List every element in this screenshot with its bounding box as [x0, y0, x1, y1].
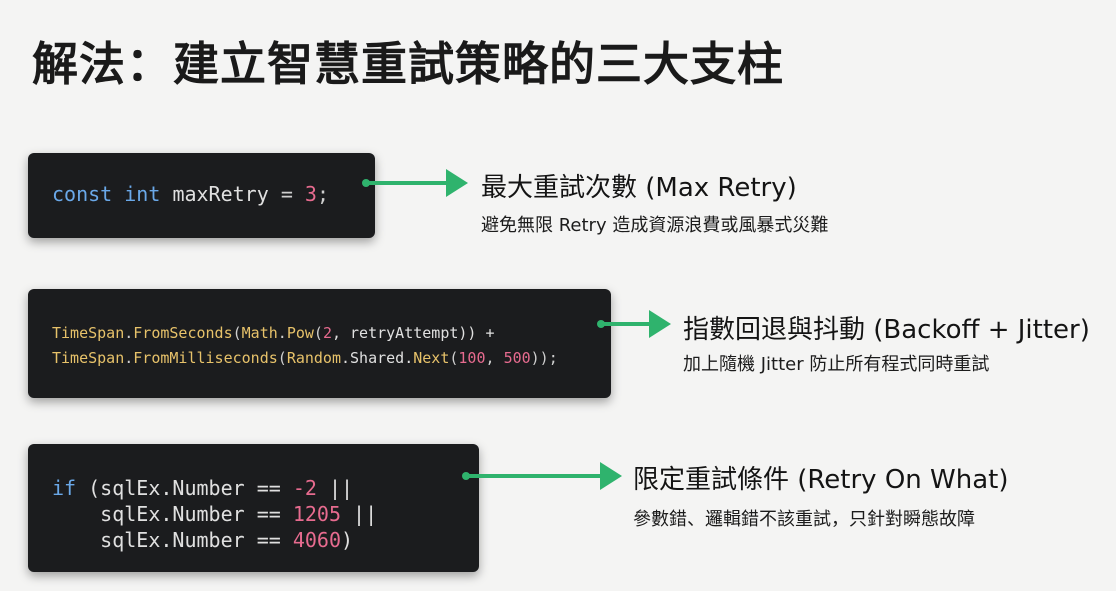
- code-number: 100: [458, 349, 486, 367]
- code-operator: =: [280, 182, 293, 206]
- code-text: sqlEx.Number ==: [52, 528, 293, 552]
- code-keyword: if: [52, 476, 77, 500]
- code-punct: .: [124, 349, 134, 367]
- code-line: const int maxRetry = 3;: [52, 182, 375, 206]
- code-punct: ;: [316, 182, 329, 206]
- code-number: 500: [503, 349, 531, 367]
- arrow-icon: [462, 462, 622, 490]
- code-line: TimeSpan.FromSeconds(Math.Pow(2, retryAt…: [52, 321, 611, 346]
- code-class: Math: [241, 324, 278, 342]
- code-line: sqlEx.Number == 4060): [52, 527, 479, 553]
- code-block-max-retry: const int maxRetry = 3;: [28, 153, 375, 238]
- pillar-heading-retry-on-what: 限定重試條件 (Retry On What): [633, 465, 1009, 495]
- code-identifier: maxRetry: [172, 182, 269, 206]
- page-title: 解法：建立智慧重試策略的三大支柱: [32, 37, 784, 91]
- code-text: ): [341, 528, 354, 552]
- code-method: FromSeconds: [133, 324, 233, 342]
- pillar-heading-backoff: 指數回退與抖動 (Backoff + Jitter): [683, 315, 1090, 345]
- arrow-icon: [362, 169, 470, 197]
- code-punct: ,: [485, 349, 504, 367]
- code-text: .Shared.: [341, 349, 414, 367]
- code-class: TimeSpan: [52, 324, 125, 342]
- pillar-description-backoff: 加上隨機 Jitter 防止所有程式同時重試: [683, 354, 990, 375]
- code-block-backoff: TimeSpan.FromSeconds(Math.Pow(2, retryAt…: [28, 289, 611, 398]
- code-punct: (: [277, 349, 287, 367]
- code-punct: .: [277, 324, 287, 342]
- code-class: Random: [286, 349, 341, 367]
- code-number: -2: [292, 476, 317, 500]
- code-class: TimeSpan: [52, 349, 125, 367]
- pillar-description-retry-on-what: 參數錯、邏輯錯不該重試，只針對瞬態故障: [633, 509, 975, 530]
- code-text: ||: [316, 476, 354, 500]
- code-line: TimeSpan.FromMilliseconds(Random.Shared.…: [52, 346, 611, 371]
- code-block-retry-on-what: if (sqlEx.Number == -2 || sqlEx.Number =…: [28, 444, 479, 572]
- code-number: 3: [304, 182, 317, 206]
- code-text: (sqlEx.Number ==: [76, 476, 293, 500]
- code-method: Next: [413, 349, 450, 367]
- code-number: 2: [322, 324, 332, 342]
- code-text: , retryAttempt)) +: [331, 324, 495, 342]
- code-number: 4060: [292, 528, 341, 552]
- pillar-heading-max-retry: 最大重試次數 (Max Retry): [481, 173, 797, 203]
- code-text: sqlEx.Number ==: [52, 502, 293, 526]
- arrow-icon: [597, 310, 671, 338]
- code-punct: (: [232, 324, 242, 342]
- code-line: if (sqlEx.Number == -2 ||: [52, 475, 479, 501]
- code-punct: (: [449, 349, 459, 367]
- code-keyword: const: [52, 182, 113, 206]
- code-number: 1205: [292, 502, 341, 526]
- pillar-description-max-retry: 避免無限 Retry 造成資源浪費或風暴式災難: [481, 215, 829, 236]
- code-punct: .: [124, 324, 134, 342]
- code-method: Pow: [286, 324, 314, 342]
- code-punct: ));: [530, 349, 558, 367]
- code-type: int: [124, 182, 161, 206]
- code-text: ||: [341, 502, 378, 526]
- code-punct: (: [313, 324, 323, 342]
- code-line: sqlEx.Number == 1205 ||: [52, 501, 479, 527]
- code-method: FromMilliseconds: [133, 349, 278, 367]
